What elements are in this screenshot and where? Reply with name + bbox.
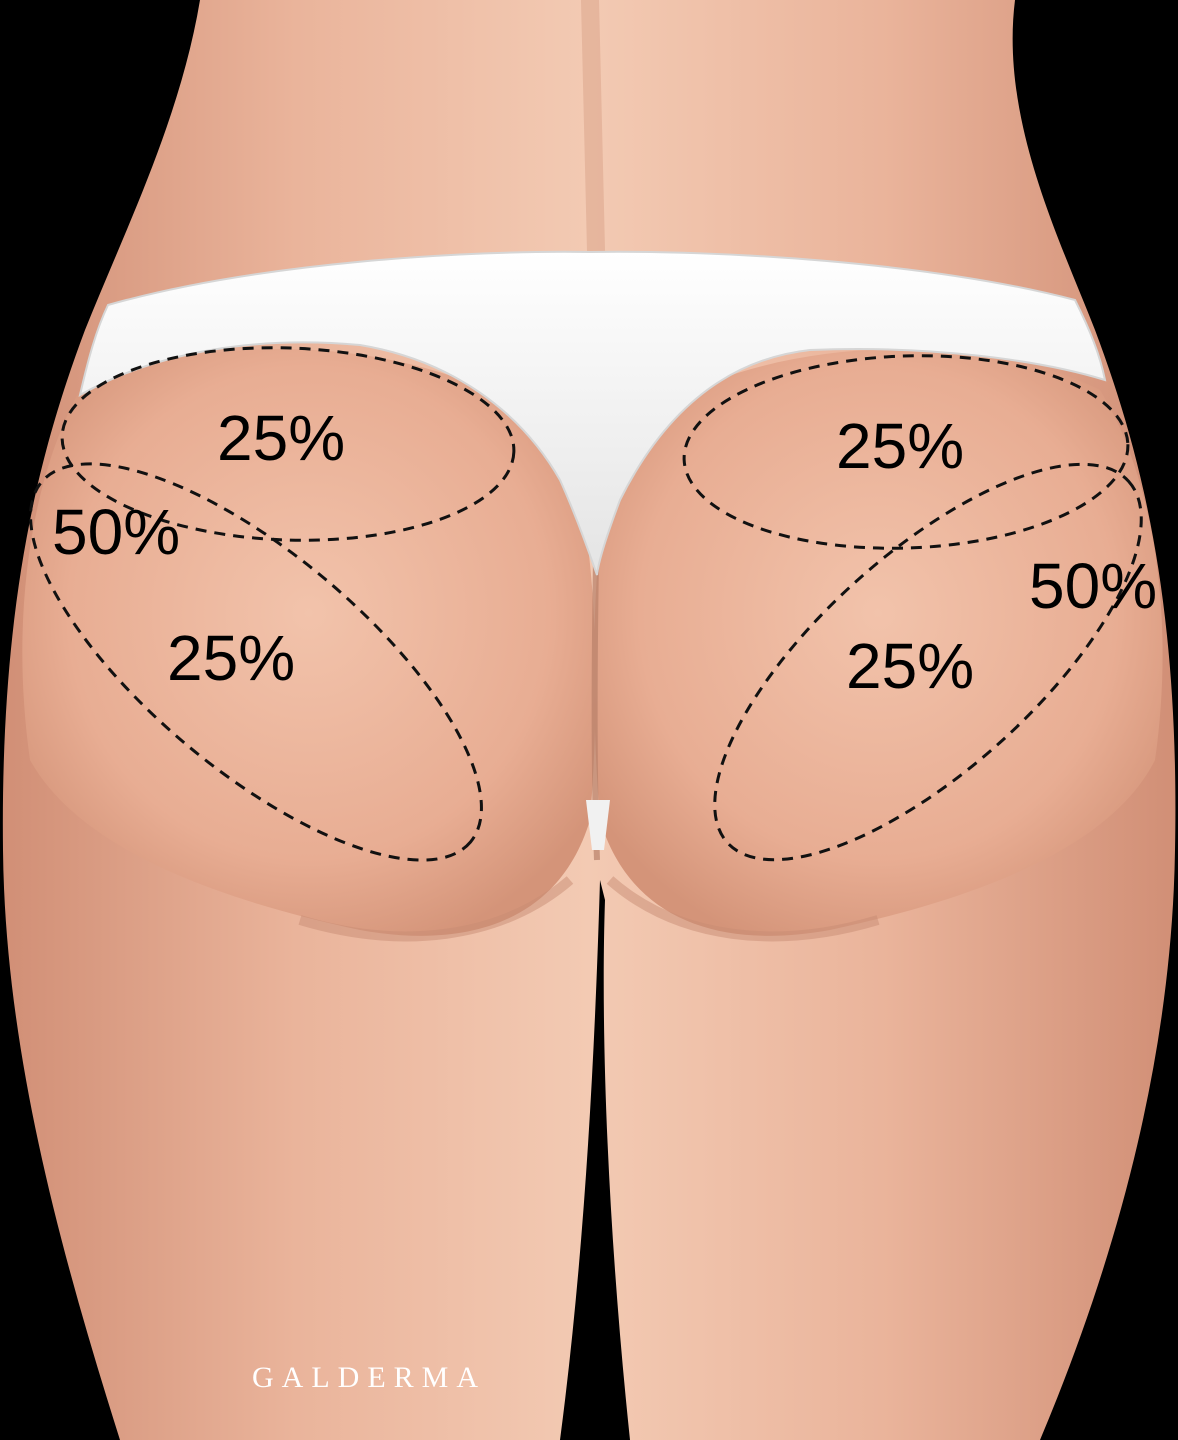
galderma-logo: GALDERMA xyxy=(252,1361,486,1394)
spine-shading xyxy=(590,0,596,250)
left-upper-zone-label: 25% xyxy=(217,402,345,474)
right-upper-zone-label: 25% xyxy=(836,410,964,482)
right-outer-zone-label: 50% xyxy=(1029,550,1157,622)
left-lower-zone-label: 25% xyxy=(167,622,295,694)
left-outer-zone-label: 50% xyxy=(52,496,180,568)
right-lower-zone-label: 25% xyxy=(846,630,974,702)
